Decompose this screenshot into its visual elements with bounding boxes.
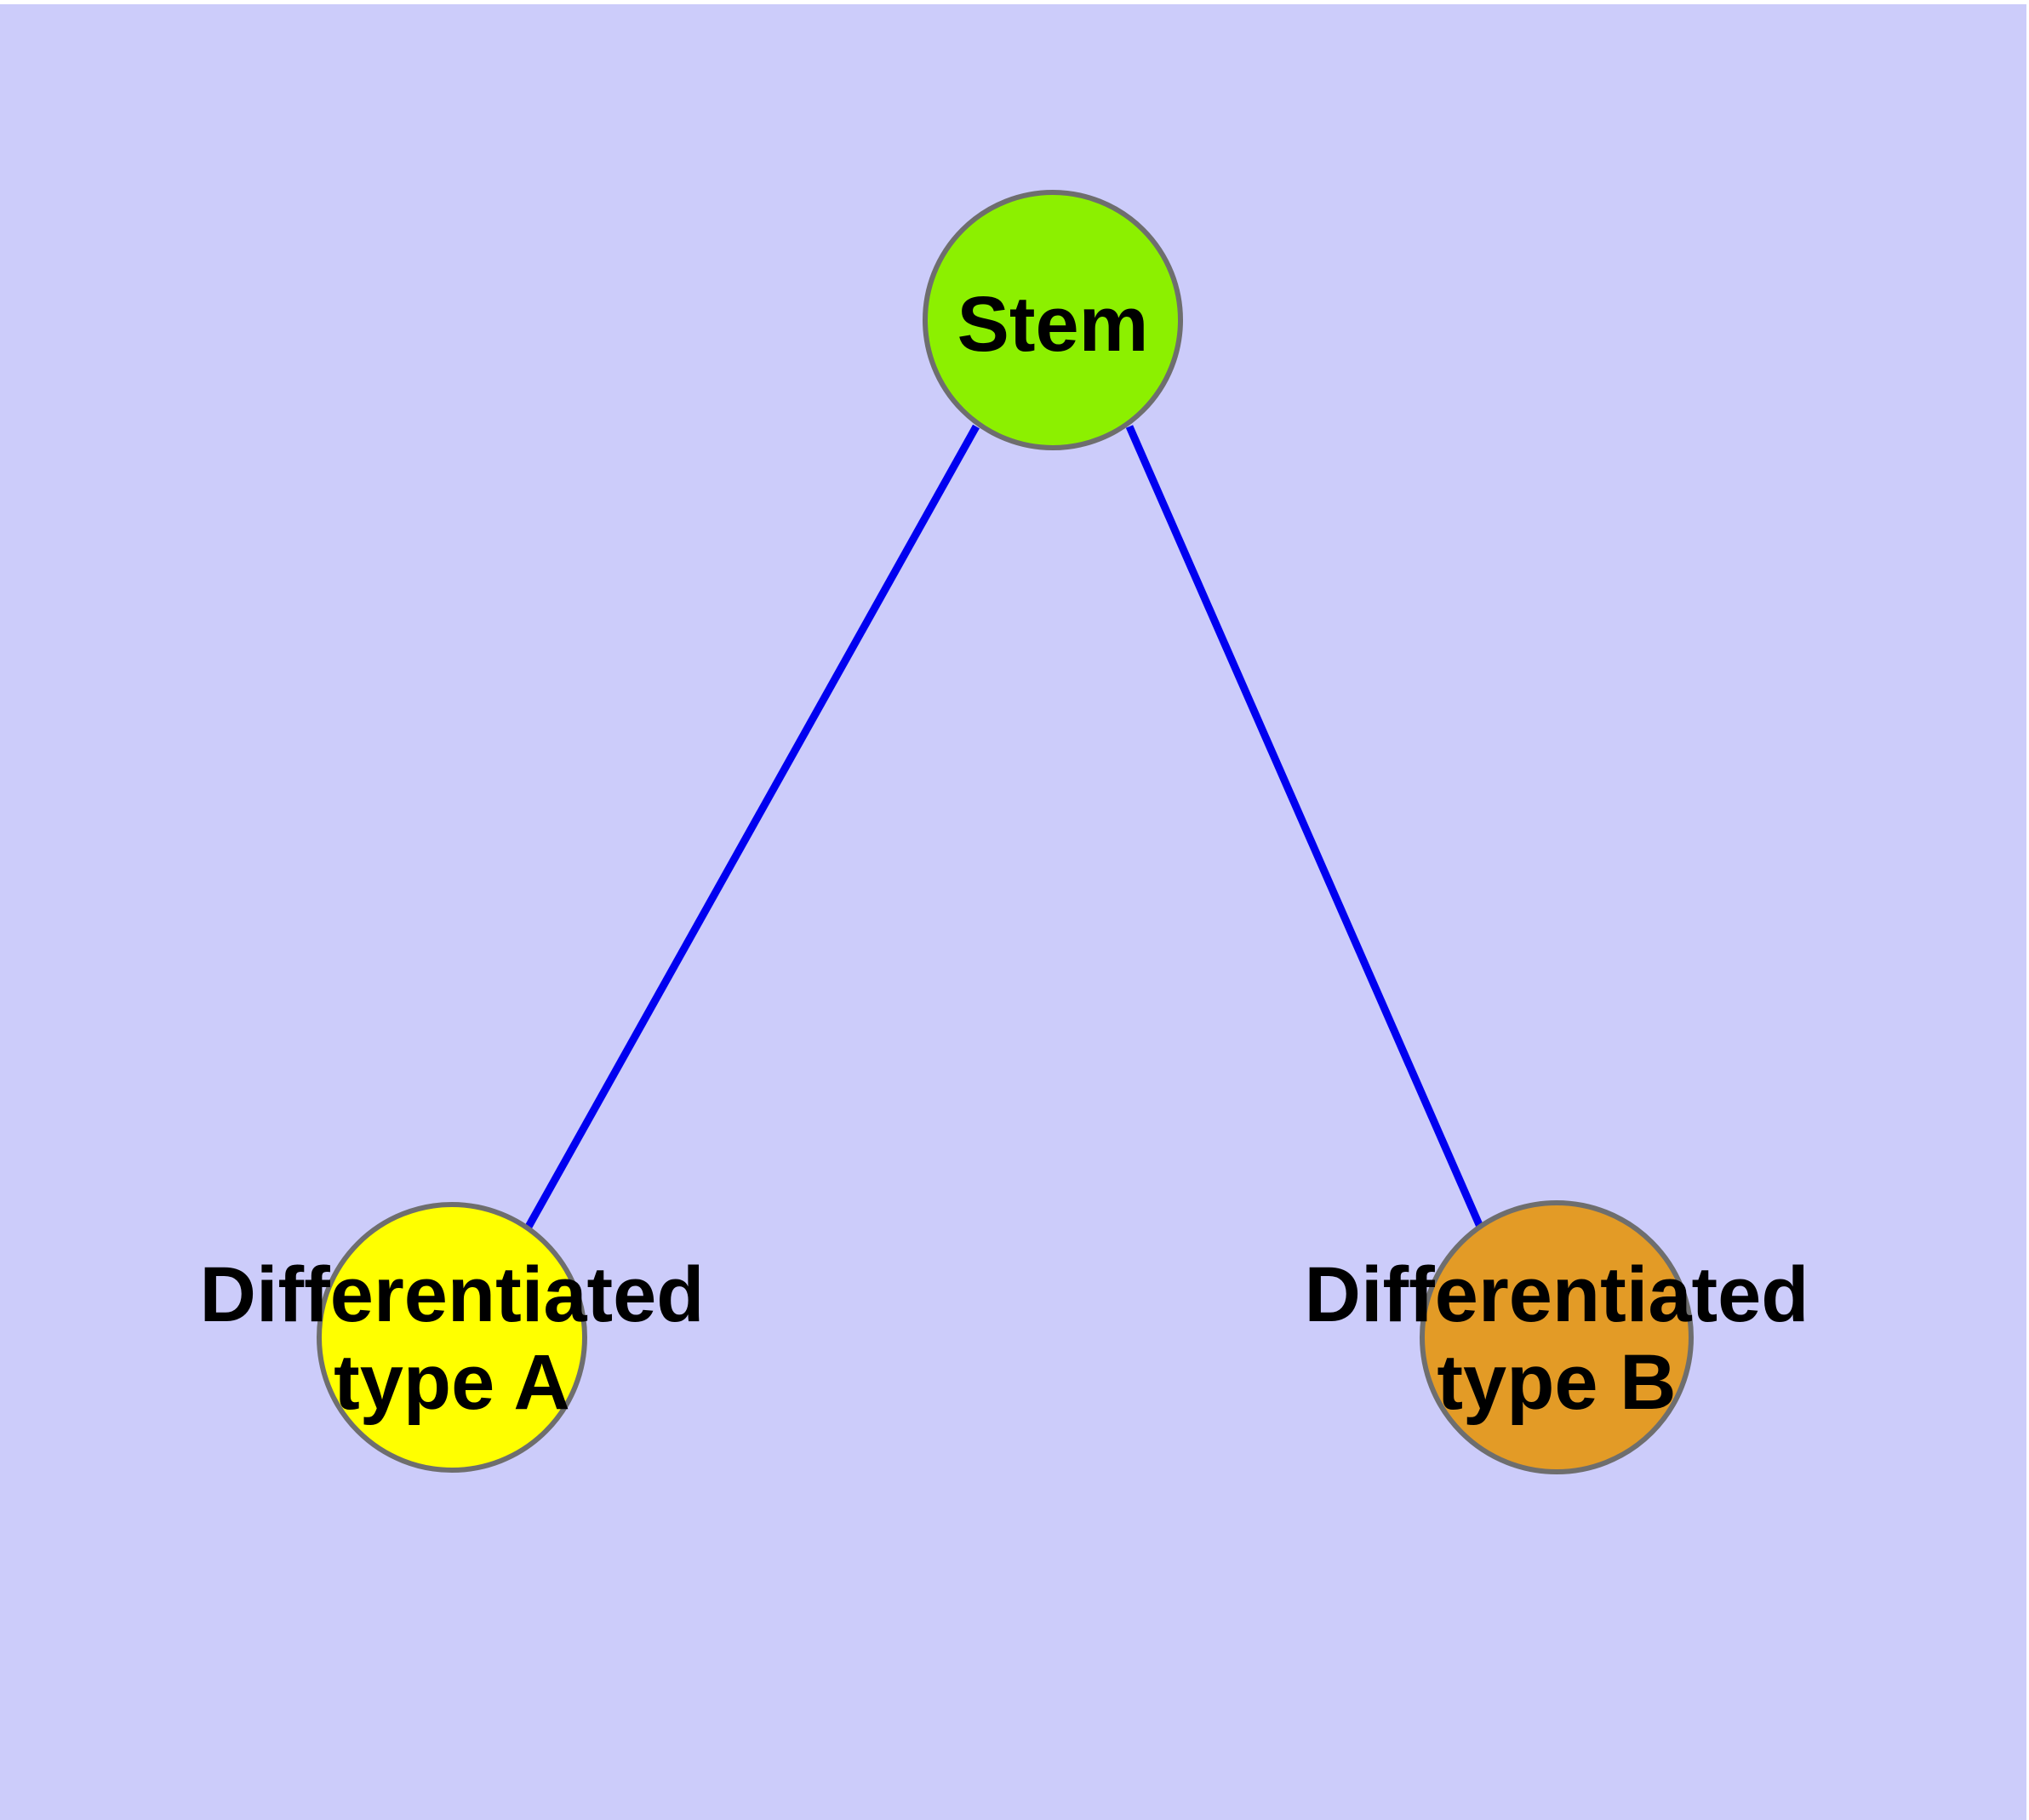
node-stem[interactable] bbox=[923, 190, 1183, 450]
node-differentiated-type-b[interactable] bbox=[1420, 1200, 1694, 1474]
node-differentiated-type-a[interactable] bbox=[317, 1202, 587, 1473]
node-layer bbox=[317, 190, 1694, 1474]
edge-stem-to-differentiated-type-b[interactable] bbox=[1125, 425, 1484, 1228]
edge-layer bbox=[525, 424, 1484, 1229]
edge-stem-to-differentiated-type-a[interactable] bbox=[525, 424, 980, 1229]
